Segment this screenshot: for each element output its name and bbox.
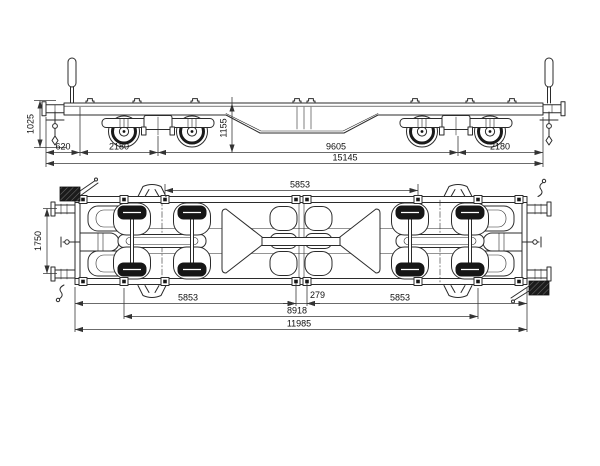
dim-1155: 1155 — [219, 118, 229, 137]
dim-620: 620 — [55, 142, 70, 152]
dim-5853-left: 5853 — [178, 293, 198, 303]
plan-view: 1750 5853 5853 279 5853 8918 11985 — [33, 177, 552, 333]
dim-5853-right: 5853 — [390, 293, 410, 303]
dim-1025: 1025 — [26, 114, 36, 134]
dim-2180-left: 2180 — [109, 142, 129, 152]
dim-8918: 8918 — [287, 306, 307, 316]
dim-1750: 1750 — [33, 231, 43, 251]
brake-hose-left — [58, 284, 65, 300]
plan-view-dimensions: 1750 5853 5853 279 5853 8918 11985 — [33, 180, 528, 333]
dim-15145: 15145 — [332, 153, 357, 163]
brake-hose-right — [537, 182, 544, 197]
dim-2180-right: 2180 — [490, 142, 510, 152]
dim-11985: 11985 — [287, 319, 311, 329]
center-bar — [261, 237, 341, 246]
dim-5853-top: 5853 — [290, 180, 310, 190]
side-view-dimensions: 1025 1155 620 2180 9605 2180 15145 — [26, 97, 544, 167]
dim-279: 279 — [310, 290, 325, 300]
handbrake-platform-left — [59, 186, 81, 202]
dim-9605: 9605 — [326, 142, 346, 152]
side-view: 1025 1155 620 2180 9605 2180 15145 — [26, 57, 566, 167]
handbrake-platform-right — [528, 280, 550, 296]
